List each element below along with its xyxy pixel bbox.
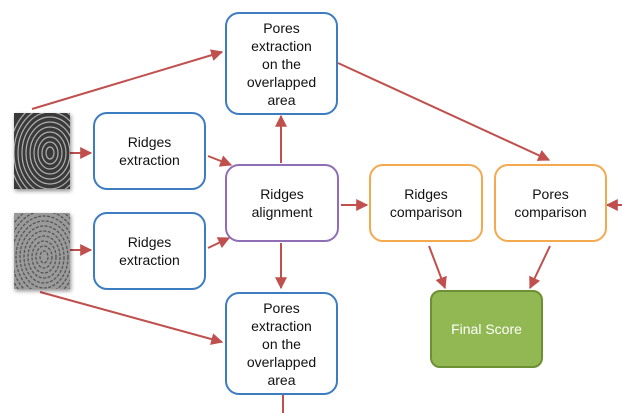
arrow-fp1-to-pores-top — [31, 49, 224, 110]
ridges-comparison-label: Ridges comparison — [389, 186, 463, 220]
arrow-ridges-comparison-to-final — [428, 245, 447, 290]
final-score-label: Final Score — [451, 321, 522, 337]
pores-extraction-bottom-label: Pores extraction on the overlapped area — [246, 299, 317, 388]
ridges-alignment-box: Ridges alignment — [225, 164, 339, 242]
ridges-extraction-box-2: Ridges extraction — [93, 212, 206, 290]
arrow-ridges2-to-alignment — [207, 237, 231, 249]
ridges-extraction-label-2: Ridges extraction — [119, 234, 180, 268]
arrow-pores-top-to-pores-comparison — [337, 62, 551, 161]
pores-extraction-top-box: Pores extraction on the overlapped area — [225, 12, 338, 115]
final-score-box: Final Score — [430, 290, 543, 368]
ridges-comparison-box: Ridges comparison — [369, 164, 483, 242]
ridges-alignment-label: Ridges alignment — [251, 186, 313, 220]
pores-extraction-bottom-box: Pores extraction on the overlapped area — [225, 292, 338, 395]
ridges-extraction-box-1: Ridges extraction — [93, 112, 206, 190]
arrow-ridges1-to-alignment — [207, 155, 233, 167]
arrow-fp2-to-pores-bottom — [39, 291, 224, 345]
fingerprint-image-2 — [14, 213, 70, 289]
fingerprint-image-1 — [14, 113, 70, 189]
pores-extraction-top-label: Pores extraction on the overlapped area — [246, 19, 317, 108]
pores-comparison-box: Pores comparison — [494, 164, 607, 242]
arrow-pores-comparison-to-final — [529, 245, 551, 290]
pores-comparison-label: Pores comparison — [514, 186, 587, 220]
ridges-extraction-label-1: Ridges extraction — [119, 134, 180, 168]
